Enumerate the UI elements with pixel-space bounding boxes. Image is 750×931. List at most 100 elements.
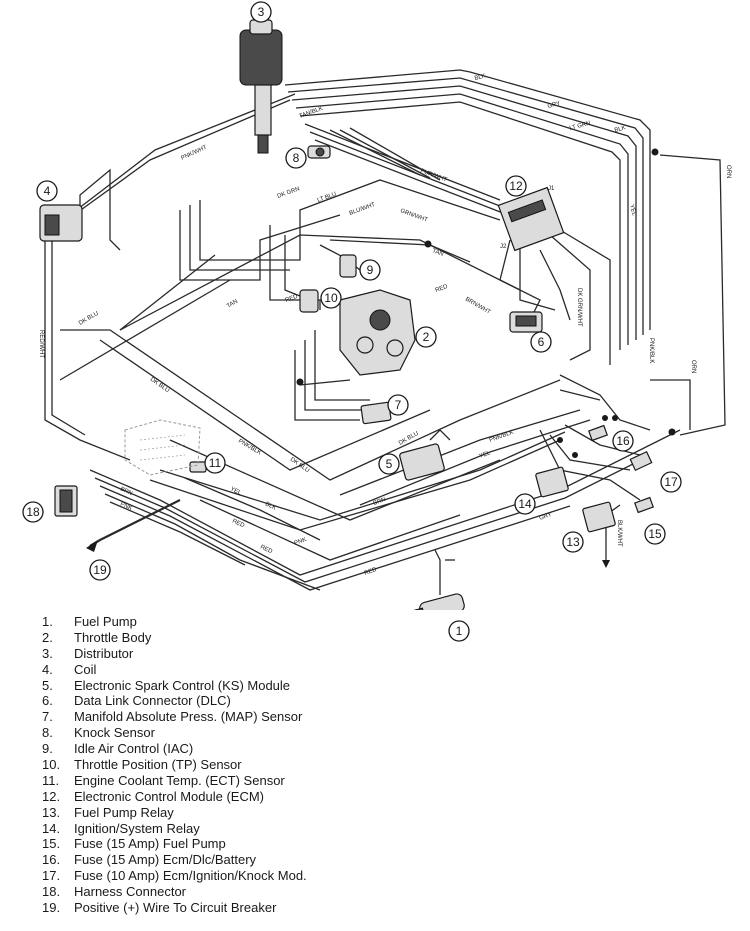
legend-item: 7.Manifold Absolute Press. (MAP) Sensor [42,709,303,725]
wire-label: BRN [373,497,387,507]
callout-12: 12 [505,175,527,197]
callout-19: 19 [89,559,111,581]
legend-item: 14.Ignition/System Relay [42,820,200,836]
callout-5: 5 [378,453,400,475]
legend-item: 4.Coil [42,661,97,677]
svg-text:15: 15 [648,527,662,541]
wire-label: RED/WHT [38,330,44,358]
legend-item: 19.Positive (+) Wire To Circuit Breaker [42,900,277,916]
callout-18: 18 [22,501,44,523]
wire-label: PNK [294,537,308,547]
svg-text:7: 7 [395,398,402,412]
svg-text:13: 13 [566,535,580,549]
fuel-pump [406,593,465,610]
svg-text:6: 6 [538,335,545,349]
legend-item: 17.Fuse (10 Amp) Ecm/Ignition/Knock Mod. [42,868,307,884]
callout-15: 15 [644,523,666,545]
ignition-system-relay [535,466,569,498]
wire-label: RED [435,284,450,294]
callout-8: 8 [285,147,307,169]
svg-text:12: 12 [509,179,523,193]
legend-item: 5.Electronic Spark Control (KS) Module [42,677,291,693]
wire-label: RED [259,544,274,555]
iac-valve [339,254,357,278]
legend-item: 9.Idle Air Control (IAC) [42,741,194,757]
wire-label: GRN/WHT [399,208,428,224]
svg-text:16: 16 [616,434,630,448]
fuse-ecm-ignition-knock [629,450,653,472]
engine-block-sketch [124,419,201,476]
legend-item: 15.Fuse (15 Amp) Fuel Pump [42,836,226,852]
svg-text:19: 19 [93,563,107,577]
callout-11: 11 [204,452,226,474]
fuel-pump-relay [582,501,616,533]
callout-16: 16 [612,430,634,452]
wire-label: TAN [226,299,239,310]
svg-text:11: 11 [209,456,222,470]
callout-10: 10 [320,287,342,309]
dlc-connector [509,311,543,333]
wire-label: GRY [547,101,561,110]
wire-label: DK BLU [78,311,100,327]
wire-label: ORN [725,165,731,178]
wire-label: BLK [474,73,487,82]
wire-label: BRN/WHT [464,297,492,316]
legend-item: 8.Knock Sensor [42,725,155,741]
svg-text:18: 18 [26,505,40,519]
legend-item: 12.Electronic Control Module (ECM) [42,788,265,804]
wire-label: ORN [690,360,696,373]
fuse-ecm-dlc-battery [588,424,608,442]
callout-7: 7 [387,394,409,416]
callout-2: 2 [415,326,437,348]
svg-text:8: 8 [293,151,300,165]
wire-label: PNK/WHT [180,145,208,162]
wire-label: GRY [539,512,553,522]
wire-label: PNK/BLK [648,338,654,363]
wire-label: YEL [479,450,492,460]
callouts: 3 8 4 12 9 10 2 6 7 16 5 11 17 14 18 15 … [22,1,682,581]
coil [39,204,83,242]
svg-text:14: 14 [518,497,532,511]
wire-label: BLK/WHT [616,520,622,547]
wire-label: DK GRN [277,186,301,200]
wire-label: LT GRN [569,121,591,132]
wire-label: PNK [119,501,133,512]
wire-label: TAN [431,248,444,258]
svg-text:4: 4 [44,184,51,198]
wire-label: YEL [229,486,242,497]
legend-item: 6.Data Link Connector (DLC) [42,693,231,709]
legend-item: 18.Harness Connector [42,884,186,900]
wire-label: LT BLU [317,191,338,203]
fuse-fuel-pump [634,496,654,514]
legend-item: 1.Fuel Pump [42,614,137,629]
ground-arrow [602,560,610,568]
wire-label: YEL [628,204,637,217]
legend-item: 16.Fuse (15 Amp) Ecm/Dlc/Battery [42,852,257,868]
wire-label: RED [231,518,246,529]
callout-4: 4 [36,180,58,202]
legend-item: 10.Throttle Position (TP) Sensor [42,757,242,773]
wire-label: BLU/WHT [349,202,377,217]
svg-text:17: 17 [664,475,678,489]
wire-label: PNK/BLK [489,430,515,444]
svg-text:10: 10 [324,291,338,305]
ecm [497,186,565,252]
svg-text:2: 2 [423,330,430,344]
wire-label: BLK [264,501,277,511]
callout-1-overlay: 1 [448,620,470,642]
breaker-arrow [86,540,98,552]
wire-label: DK BLU [398,431,420,447]
component-legend: 1.Fuel Pump 2.Throttle Body 3.Distributo… [42,614,462,916]
distributor [239,19,283,154]
svg-text:3: 3 [258,5,265,19]
callout-3: 3 [250,1,272,23]
wire-label: RED [285,294,300,304]
harness-connector [54,485,78,517]
callout-13: 13 [562,531,584,553]
map-sensor [360,401,392,425]
legend-item: 3.Distributor [42,645,134,661]
knock-sensor [307,145,331,159]
wire-label: J2 [500,244,507,250]
svg-text:5: 5 [386,457,393,471]
tp-sensor [299,289,319,313]
